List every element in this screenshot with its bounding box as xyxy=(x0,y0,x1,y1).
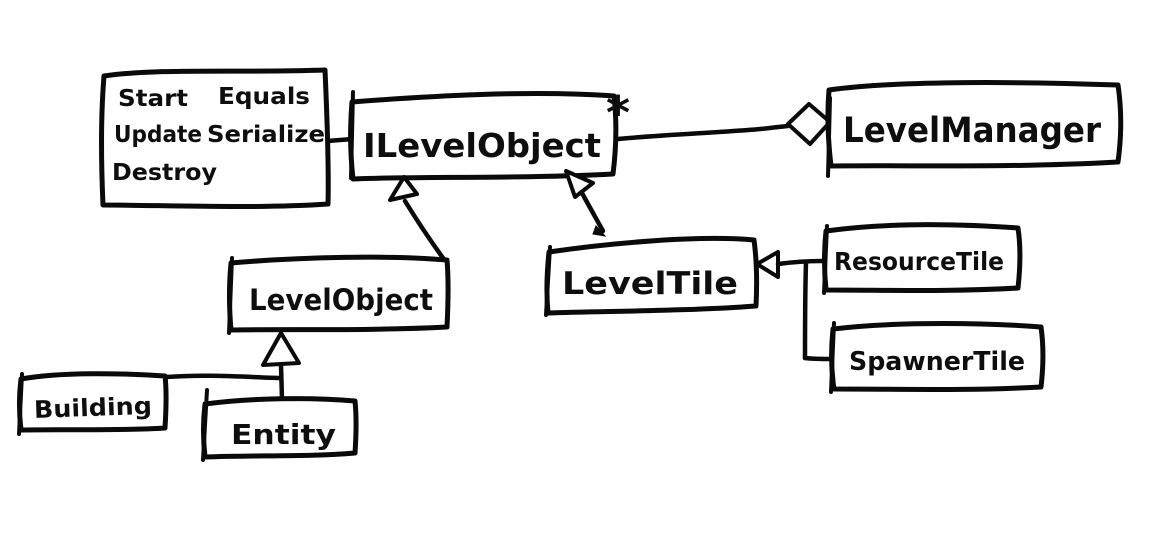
node-building: Building xyxy=(17,371,169,436)
aggregation-diamond-icon xyxy=(786,102,832,146)
inheritance-arrow-icon xyxy=(564,169,595,199)
ilevel-object-box xyxy=(348,91,619,182)
node-entity: Entity xyxy=(201,388,359,462)
resource-tile-label: ResourceTile xyxy=(834,247,1004,276)
node-ilevel-object: ILevelObject xyxy=(348,90,619,182)
edge-aggregation-levelmanager xyxy=(615,102,832,146)
method-label-update: Update xyxy=(114,122,202,148)
inheritance-arrow-icon xyxy=(261,331,301,367)
edge-building-entity-inherit-levelobject xyxy=(164,331,301,402)
method-label-equals: Equals xyxy=(218,84,310,110)
level-manager-box xyxy=(825,80,1124,169)
interface-methods-box xyxy=(99,67,331,210)
edge-leveltile-inherits-ilevelobject xyxy=(564,169,607,237)
edge-tiles-inherit-leveltile xyxy=(755,250,834,362)
multiplicity-star: * xyxy=(606,86,630,140)
spawner-tile-label: SpawnerTile xyxy=(849,347,1025,377)
method-label-start: Start xyxy=(118,86,188,112)
node-resource-tile: ResourceTile xyxy=(822,222,1023,295)
arrowhead-icon xyxy=(592,225,607,237)
node-spawner-tile: SpawnerTile xyxy=(829,321,1046,394)
entity-label: Entity xyxy=(231,418,336,451)
method-label-destroy: Destroy xyxy=(112,160,217,186)
method-label-serialize: Serialize xyxy=(207,122,325,148)
edge-levelobject-inherits-ilevelobject xyxy=(388,175,446,261)
level-object-label: LevelObject xyxy=(249,283,433,317)
edge-note-connector xyxy=(326,136,354,144)
node-level-object: LevelObject xyxy=(227,254,451,335)
level-tile-label: LevelTile xyxy=(562,266,738,302)
spawner-tile-box xyxy=(829,321,1046,392)
level-manager-label: LevelManager xyxy=(843,111,1102,151)
node-interface-methods: Start Equals Update Serialize Destroy xyxy=(99,67,331,210)
building-label: Building xyxy=(33,392,152,424)
node-level-tile: LevelTile xyxy=(544,235,760,317)
inheritance-arrow-icon xyxy=(755,250,780,279)
ilevel-object-label: ILevelObject xyxy=(363,126,601,165)
inheritance-arrow-icon xyxy=(388,175,419,202)
node-level-manager: LevelManager xyxy=(825,80,1124,178)
